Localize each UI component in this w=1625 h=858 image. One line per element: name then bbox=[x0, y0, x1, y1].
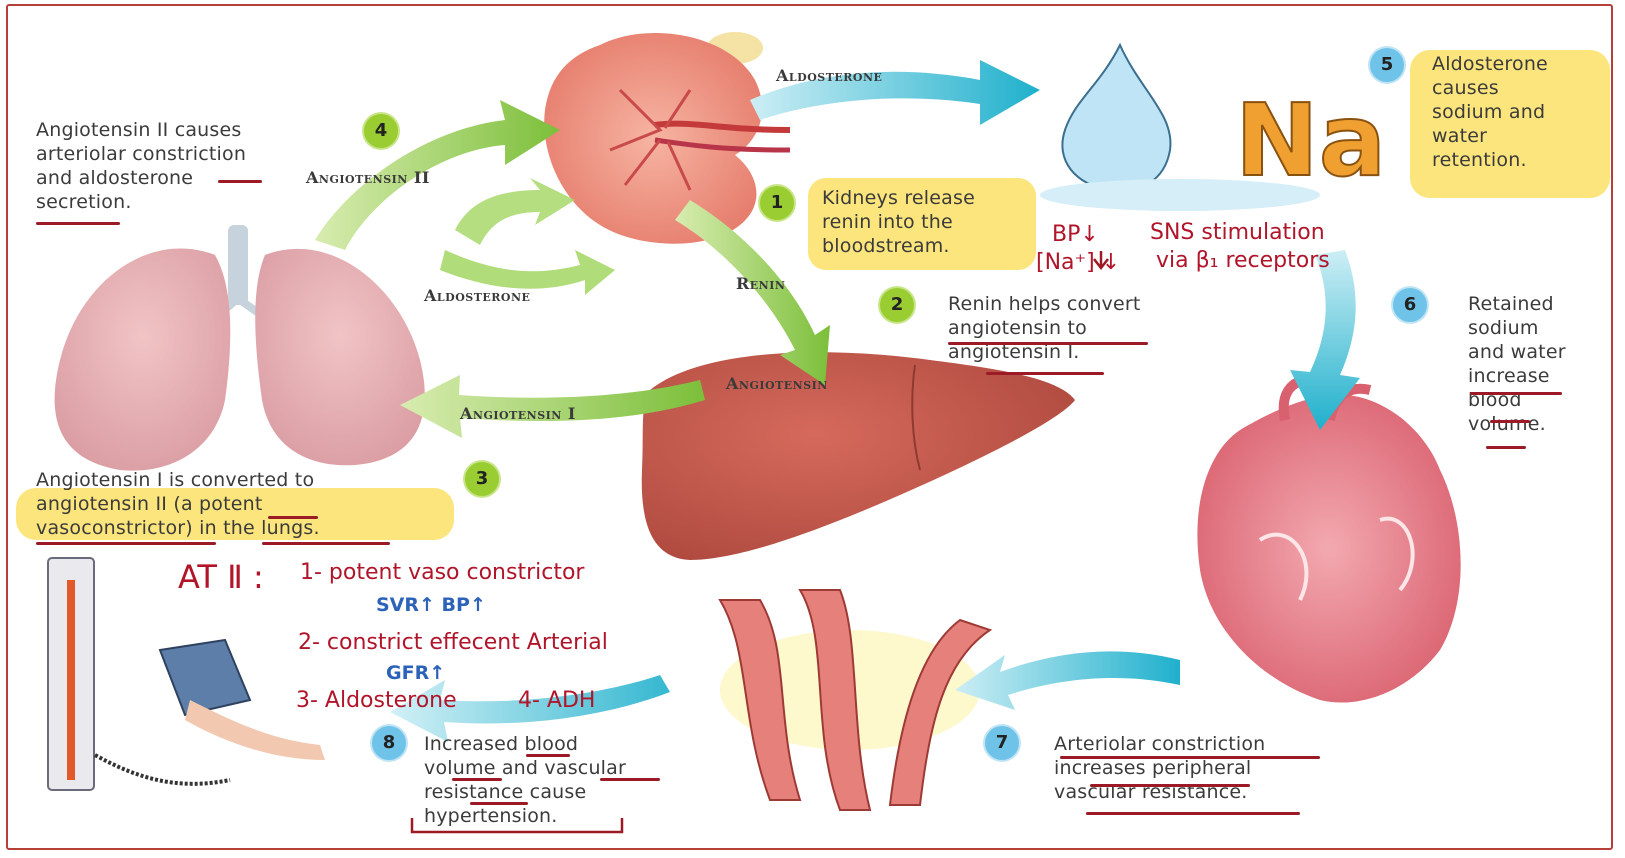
underline-vascular-resistance bbox=[1086, 812, 1300, 815]
underline-resistance-8 bbox=[470, 802, 528, 805]
note-at2-item2: 2- constrict effecent Arterial bbox=[298, 630, 608, 655]
step-number-3: 3 bbox=[465, 462, 499, 496]
step-number-6: 6 bbox=[1393, 288, 1427, 322]
underline-increases-peripheral bbox=[1090, 784, 1250, 787]
step-text-4: Angiotensin II causes arteriolar constri… bbox=[36, 118, 246, 214]
note-at2-title: AT Ⅱ : bbox=[178, 558, 264, 596]
water-and-sodium-cartoon: Na bbox=[1040, 45, 1386, 211]
step-text-6: Retained sodium and water increase blood… bbox=[1468, 292, 1566, 436]
underline-blood-8 bbox=[526, 754, 570, 757]
arteries-illustration bbox=[720, 590, 990, 810]
sodium-symbol: Na bbox=[1235, 82, 1386, 199]
note-gfr: GFR↑ bbox=[386, 662, 445, 684]
underline-angiotensin-i bbox=[986, 372, 1104, 375]
underline-angiotensin-to bbox=[948, 342, 1148, 345]
label-renin: Renin bbox=[736, 274, 785, 293]
kidney-illustration bbox=[544, 32, 790, 244]
step-number-4: 4 bbox=[364, 114, 398, 148]
underline-vascular-8 bbox=[600, 778, 660, 781]
underline-vasoconstrictor bbox=[36, 542, 216, 545]
underline-increase bbox=[1470, 392, 1562, 395]
step-number-1: 1 bbox=[760, 186, 794, 220]
note-at2-item1: 1- potent vaso constrictor bbox=[300, 560, 584, 585]
label-aldosterone-top: Aldosterone bbox=[776, 66, 882, 85]
underline-arteriolar-constriction bbox=[1060, 756, 1320, 759]
heart-illustration bbox=[1197, 380, 1460, 703]
note-svr-bp: SVR↑ BP↑ bbox=[376, 594, 486, 616]
underline-secretion bbox=[36, 222, 120, 225]
step-number-8: 8 bbox=[372, 726, 406, 760]
step-text-5: Aldosterone causes sodium and water rete… bbox=[1432, 52, 1548, 172]
label-angiotensin-i: Angiotensin I bbox=[460, 404, 576, 423]
step-text-1: Kidneys release renin into the bloodstre… bbox=[822, 186, 975, 258]
note-bp-down: BP↓ bbox=[1052, 222, 1099, 247]
step-number-7: 7 bbox=[985, 726, 1019, 760]
underline-in-the-lungs bbox=[262, 542, 390, 545]
lungs-illustration bbox=[55, 225, 425, 471]
underline-volume-6 bbox=[1486, 446, 1526, 449]
step-number-5: 5 bbox=[1370, 48, 1404, 82]
note-via-b1: via β₁ receptors bbox=[1156, 248, 1330, 273]
underline-aldosterone bbox=[218, 180, 262, 183]
step-text-2: Renin helps convert angiotensin to angio… bbox=[948, 292, 1141, 364]
label-angiotensin-ii: Angiotensin II bbox=[306, 168, 430, 187]
note-at2-item4: 4- ADH bbox=[518, 688, 595, 713]
underline-potent bbox=[268, 516, 318, 519]
note-at2-item3: 3- Aldosterone bbox=[296, 688, 457, 713]
label-aldosterone-left: Aldosterone bbox=[424, 286, 530, 305]
step-text-7: Arteriolar constriction increases periph… bbox=[1054, 732, 1265, 804]
step-text-3: Angiotensin I is converted to angiotensi… bbox=[36, 468, 320, 540]
note-sns-stimulation: SNS stimulation bbox=[1150, 220, 1325, 245]
step-number-2: 2 bbox=[880, 288, 914, 322]
note-sodium-down: [Na⁺] ↓ bbox=[1036, 250, 1120, 275]
liver-illustration bbox=[642, 352, 1075, 560]
underline-blood-6 bbox=[1490, 420, 1530, 423]
underline-volume-8 bbox=[452, 778, 502, 781]
label-angiotensin: Angiotensin bbox=[726, 374, 828, 393]
